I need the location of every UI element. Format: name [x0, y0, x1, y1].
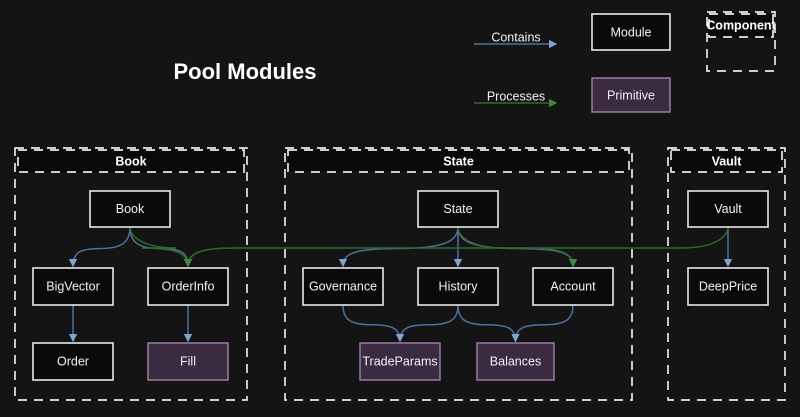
container-book: Book — [14, 147, 248, 401]
node-fill[interactable]: Fill — [147, 342, 229, 381]
node-box-vault[interactable] — [687, 190, 769, 228]
edge-processes-book-to-orderinfo — [129, 226, 193, 268]
container-header-outline — [670, 149, 783, 173]
node-book[interactable]: Book — [89, 190, 171, 228]
node-box-book[interactable] — [89, 190, 171, 228]
legend-module-label: Module — [611, 25, 652, 39]
edge-contains-history-to-balances — [457, 304, 520, 343]
container-vault: Vault — [667, 147, 786, 401]
legend-contains-label: Contains — [491, 30, 540, 44]
edge-processes-vault-to-orderinfo — [183, 226, 729, 268]
container-header-outline — [287, 149, 630, 173]
container-header-bg — [671, 150, 782, 172]
legend-processes-label: Processes — [487, 89, 545, 103]
container-header-bg — [288, 150, 629, 172]
node-vault[interactable]: Vault — [687, 190, 769, 228]
node-tradeparams[interactable]: TradeParams — [359, 342, 441, 381]
node-governance[interactable]: Governance — [302, 267, 384, 306]
node-box-balances[interactable] — [476, 342, 555, 381]
node-label-governance: Governance — [309, 279, 377, 293]
node-label-bigvector: BigVector — [46, 279, 100, 293]
node-balances[interactable]: Balances — [476, 342, 555, 381]
node-box-fill[interactable] — [147, 342, 229, 381]
node-label-tradeparams: TradeParams — [362, 354, 437, 368]
legend-primitive-box — [591, 77, 671, 113]
node-label-state: State — [443, 202, 472, 216]
node-orderinfo[interactable]: OrderInfo — [147, 267, 229, 306]
legend: Contains Processes Module Primitive Comp… — [474, 11, 777, 113]
node-box-order[interactable] — [32, 342, 114, 381]
container-state: State — [284, 147, 633, 401]
node-box-deepprice[interactable] — [687, 267, 769, 306]
node-label-orderinfo: OrderInfo — [162, 279, 215, 293]
node-label-order: Order — [57, 354, 89, 368]
edge-contains-history-to-tradeparams — [395, 304, 459, 343]
node-order[interactable]: Order — [32, 342, 114, 381]
container-title-book: Book — [115, 154, 146, 168]
node-label-history: History — [439, 279, 479, 293]
container-header-bg — [18, 150, 244, 172]
node-box-tradeparams[interactable] — [359, 342, 441, 381]
node-bigvector[interactable]: BigVector — [32, 267, 114, 306]
node-label-account: Account — [550, 279, 596, 293]
container-header-outline — [17, 149, 245, 173]
node-label-vault: Vault — [714, 202, 742, 216]
container-title-state: State — [443, 154, 474, 168]
node-box-orderinfo[interactable] — [147, 267, 229, 306]
edge-contains-state-to-governance — [338, 226, 459, 268]
edge-contains-book-to-bigvector — [68, 226, 131, 268]
container-title-vault: Vault — [712, 154, 743, 168]
legend-component-header-bg — [709, 14, 773, 37]
node-box-history[interactable] — [417, 267, 499, 306]
container-outline — [284, 147, 633, 401]
node-label-fill: Fill — [180, 354, 196, 368]
legend-primitive-label: Primitive — [607, 88, 655, 102]
legend-module-box — [591, 13, 671, 51]
node-box-account[interactable] — [532, 267, 614, 306]
page-title: Pool Modules — [174, 59, 317, 84]
edge-contains-account-to-balances — [511, 304, 574, 343]
edge-group — [68, 226, 733, 343]
node-box-state[interactable] — [417, 190, 499, 228]
edge-contains-governance-to-tradeparams — [342, 304, 405, 343]
edge-contains-state-to-account — [457, 226, 578, 268]
node-state[interactable]: State — [417, 190, 499, 228]
node-label-book: Book — [116, 202, 145, 216]
legend-component-label: Component — [706, 18, 776, 32]
node-label-balances: Balances — [490, 354, 541, 368]
edge-processes-state-to-account — [457, 226, 578, 268]
node-label-deepprice: DeepPrice — [699, 279, 757, 293]
container-outline — [14, 147, 248, 401]
legend-component-header-outline — [708, 13, 774, 38]
container-outline — [667, 147, 786, 401]
node-box-governance[interactable] — [302, 267, 384, 306]
node-box-bigvector[interactable] — [32, 267, 114, 306]
node-account[interactable]: Account — [532, 267, 614, 306]
node-deepprice[interactable]: DeepPrice — [687, 267, 769, 306]
legend-component-box — [706, 11, 776, 72]
node-history[interactable]: History — [417, 267, 499, 306]
